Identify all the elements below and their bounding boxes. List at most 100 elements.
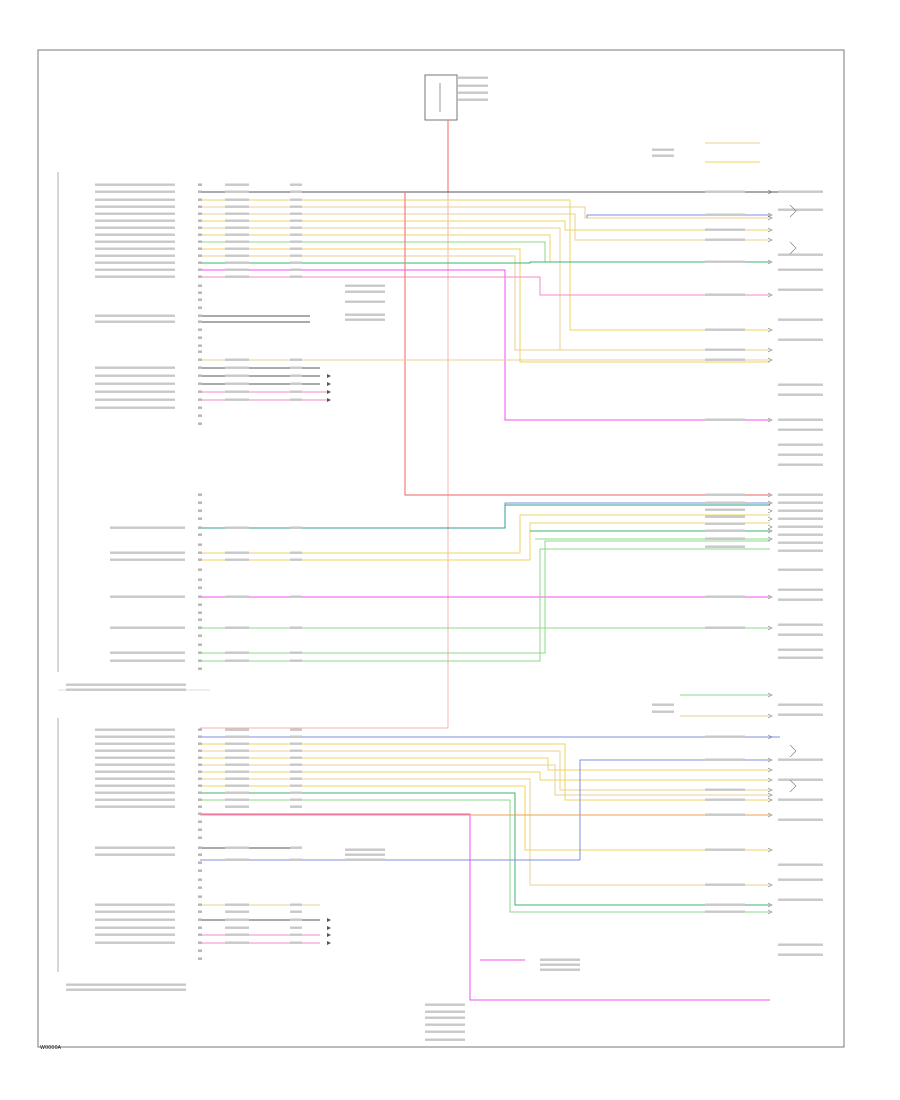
ground-marker-4 [327, 398, 331, 402]
splice-label-8 [345, 858, 385, 861]
right-wire-label-10 [705, 418, 745, 421]
driver-pin-21 [198, 328, 202, 331]
component-label-15 [778, 493, 823, 496]
pass-signal-label-17 [95, 918, 175, 921]
driver-wire-10 [200, 255, 770, 351]
right-connector-12 [767, 492, 773, 498]
mid-signal-label-6 [110, 651, 185, 654]
switch-symbol-3 [789, 744, 797, 758]
right-connector-34 [767, 909, 773, 915]
wire-gauge-label-9 [290, 240, 302, 243]
right-wire-label-15 [705, 522, 745, 525]
module-title-label-3 [66, 983, 186, 986]
wire-code-label-10 [225, 247, 249, 250]
wire-code-label-13 [225, 268, 249, 271]
wire-gauge-label-16 [290, 366, 302, 369]
wire-gauge-label-29 [290, 735, 302, 738]
pass-signal-label-4 [95, 749, 175, 752]
right-wire-label-14 [705, 515, 745, 518]
driver-pin-5 [198, 212, 202, 215]
right-connector-19 [767, 594, 773, 600]
fuse-label-3 [458, 91, 488, 94]
driver-signal-label-7 [95, 226, 175, 229]
driver-wire-13 [200, 276, 770, 296]
component-label-35 [778, 818, 823, 821]
right-connector-14 [767, 508, 773, 514]
component-label-31 [778, 713, 823, 716]
pass-pin-5 [198, 756, 202, 759]
driver-signal-label-4 [95, 205, 175, 208]
component-label-37 [778, 878, 823, 881]
pass-pin-7 [198, 770, 202, 773]
pass-pin-27 [198, 926, 202, 929]
component-label-11 [778, 428, 823, 431]
driver-pin-9 [198, 240, 202, 243]
pass-signal-label-13 [95, 846, 175, 849]
ground-marker-7 [327, 933, 331, 937]
right-wire-label-22 [705, 758, 745, 761]
right-wire-label-3 [705, 228, 745, 231]
wire-gauge-label-28 [290, 728, 302, 731]
right-connector-7 [767, 292, 773, 298]
mid-pin-19 [198, 643, 202, 646]
component-label-2 [778, 208, 823, 211]
footer-label: W0000A [40, 1045, 62, 1051]
pass-wire-blue [579, 759, 770, 860]
wire-gauge-label-23 [290, 558, 302, 561]
component-label-40 [778, 953, 823, 956]
pass-pin-11 [198, 798, 202, 801]
pass-signal-label-3 [95, 742, 175, 745]
pass-pin-21 [198, 878, 202, 881]
connector-ref-label-4 [652, 710, 674, 713]
pass-pin-22 [198, 886, 202, 889]
mid-pin-2 [198, 501, 202, 504]
driver-lower-label-8 [95, 406, 175, 409]
connector-ref-label-3 [652, 703, 674, 706]
right-connector-16 [767, 524, 773, 530]
mid-pin-17 [198, 626, 202, 629]
pass-wire-2 [200, 743, 770, 801]
driver-lower-label-7 [95, 398, 175, 401]
right-connector-5 [767, 237, 773, 243]
right-wire-label-13 [705, 508, 745, 511]
splice-label-6 [345, 848, 385, 851]
right-wire-label-21 [705, 735, 745, 738]
right-connector-25 [767, 767, 773, 773]
right-connector-29 [767, 797, 773, 803]
ground-label-3 [540, 968, 580, 971]
driver-pin-26 [198, 366, 202, 369]
wire-gauge-label-47 [290, 941, 302, 944]
wire-gauge-label-44 [290, 918, 302, 921]
wire-code-label-17 [225, 374, 249, 377]
driver-signal-label-10 [95, 247, 175, 250]
splice-label-3 [345, 300, 385, 303]
driver-pin-13 [198, 268, 202, 271]
wire-gauge-label-46 [290, 933, 302, 936]
pass-pin-16 [198, 836, 202, 839]
mid-pin-20 [198, 651, 202, 654]
bottom-ground-label-1 [425, 1003, 465, 1006]
component-label-26 [778, 623, 823, 626]
pass-signal-label-19 [95, 933, 175, 936]
mid-pin-7 [198, 543, 202, 546]
wire-code-label-3 [225, 198, 249, 201]
wire-gauge-label-41 [290, 858, 302, 861]
right-connector-22 [767, 713, 773, 719]
pass-signal-label-2 [95, 735, 175, 738]
driver-wire-9 [200, 248, 770, 363]
component-label-5 [778, 288, 823, 291]
component-label-17 [778, 509, 823, 512]
pass-pin-28 [198, 933, 202, 936]
pass-pin-31 [198, 957, 202, 960]
splice-label-2 [345, 290, 385, 293]
pass-pin-23 [198, 895, 202, 898]
component-label-14 [778, 463, 823, 466]
wire-gauge-label-33 [290, 763, 302, 766]
wire-code-label-38 [225, 798, 249, 801]
component-label-27 [778, 633, 823, 636]
component-label-39 [778, 943, 823, 946]
component-label-3 [778, 253, 823, 256]
driver-signal-label-12 [95, 261, 175, 264]
driver-signal-label-1 [95, 183, 175, 186]
mid-signal-label-1 [110, 526, 185, 529]
